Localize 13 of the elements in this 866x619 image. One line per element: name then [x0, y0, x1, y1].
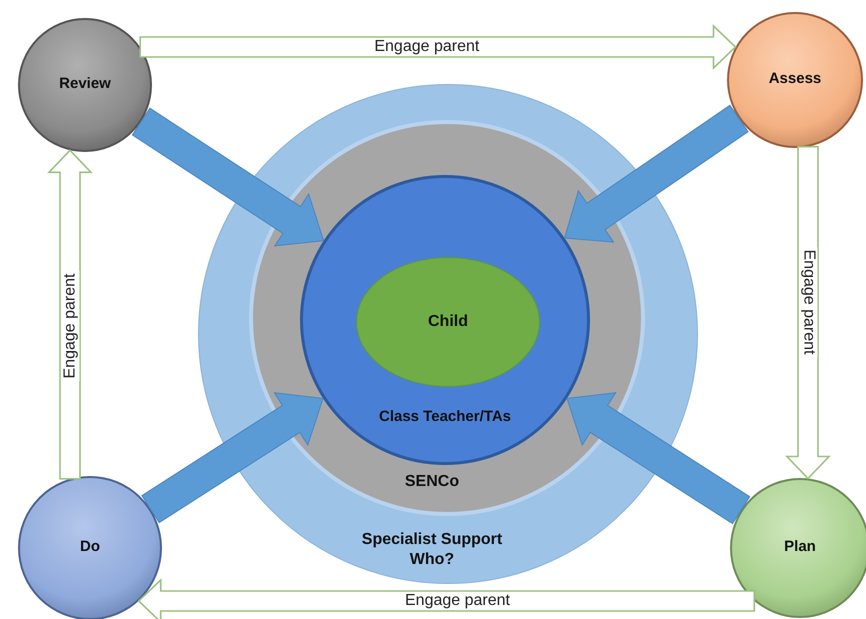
block-arrow: [566, 392, 750, 524]
node-label: Plan: [783, 538, 817, 557]
block-arrow: [141, 392, 324, 524]
node-label: Class Teacher/TAs: [378, 408, 512, 427]
outline-arrow: [138, 578, 756, 619]
block-arrow: [132, 108, 324, 246]
node-label: Child: [427, 312, 469, 332]
node-label: Review: [58, 75, 112, 94]
block-arrow: [564, 104, 749, 243]
node-label: Specialist Support Who?: [360, 530, 504, 570]
node-label: Do: [79, 538, 101, 557]
node-label: SENCo: [404, 472, 460, 492]
node-label: Assess: [768, 70, 822, 89]
